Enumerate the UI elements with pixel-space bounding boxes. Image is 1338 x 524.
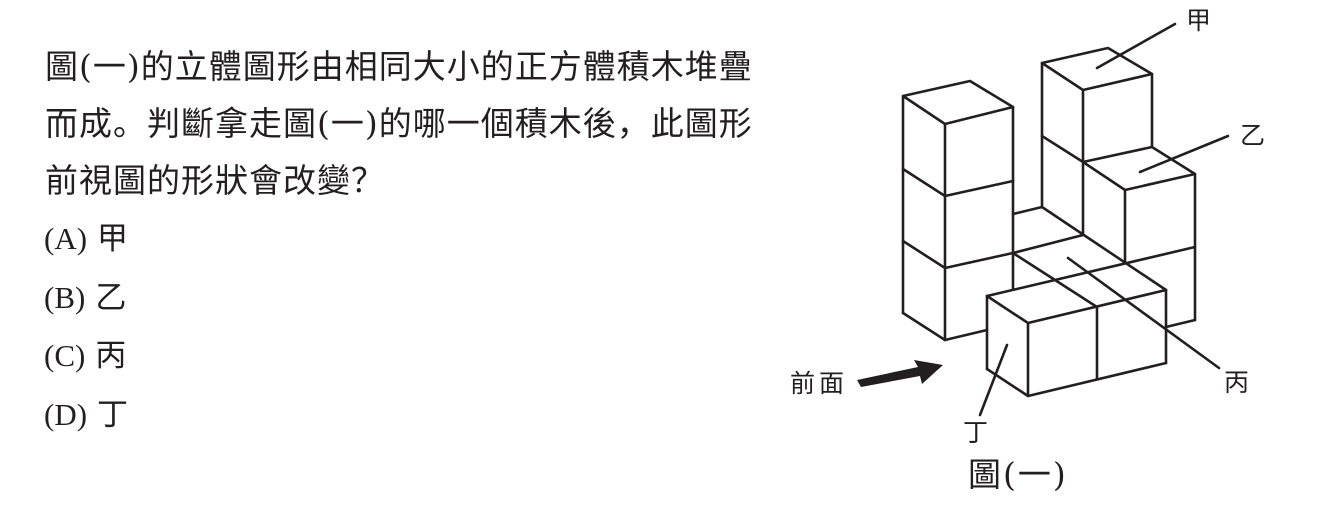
front-arrow-icon: [857, 360, 943, 387]
question-stem: 圖(一)的立體圖形由相同大小的正方體積木堆疊 而成。判斷拿走圖(一)的哪一個積木…: [45, 38, 805, 209]
middle-floor: [985, 205, 1197, 309]
option-b[interactable]: (B)乙: [44, 269, 128, 328]
label-yi: 乙: [1240, 121, 1266, 150]
left-tower: [901, 79, 1015, 342]
label-bing: 丙: [1224, 368, 1250, 397]
option-b-text: 乙: [95, 279, 127, 316]
option-c-letter: (C): [44, 338, 86, 373]
option-a-letter: (A): [44, 221, 88, 256]
option-a-text: 甲: [97, 221, 129, 257]
option-a[interactable]: (A) 甲: [44, 210, 128, 269]
bing-leader: [1066, 256, 1221, 370]
front-block: [985, 288, 1168, 398]
question-line-1: 圖(一)的立體圖形由相同大小的正方體積木堆疊: [45, 47, 753, 86]
option-c[interactable]: (C) 丙: [44, 327, 128, 386]
label-ding: 丁: [963, 418, 989, 447]
question-line-3: 前視圖的形狀會改變？: [45, 161, 385, 200]
option-d[interactable]: (D)丁: [44, 386, 128, 445]
option-c-text: 丙: [95, 338, 127, 374]
yi-leader: [1138, 134, 1230, 174]
jia-tower: [1040, 46, 1154, 237]
answer-options: (A) 甲 (B)乙 (C) 丙 (D)丁: [44, 210, 128, 444]
ding-leader: [978, 343, 1009, 417]
option-b-letter: (B): [44, 279, 86, 315]
question-line-2: 而成。判斷拿走圖(一)的哪一個積木後，此圖形: [45, 104, 753, 143]
front-label: 前面: [790, 369, 849, 398]
label-jia: 甲: [1186, 6, 1212, 35]
option-d-text: 丁: [97, 396, 129, 433]
figure-caption: 圖(一): [968, 455, 1068, 494]
yi-cube: [1081, 145, 1197, 329]
leader-lines: [978, 22, 1230, 417]
option-d-letter: (D): [44, 396, 88, 432]
jia-leader: [1095, 22, 1177, 70]
